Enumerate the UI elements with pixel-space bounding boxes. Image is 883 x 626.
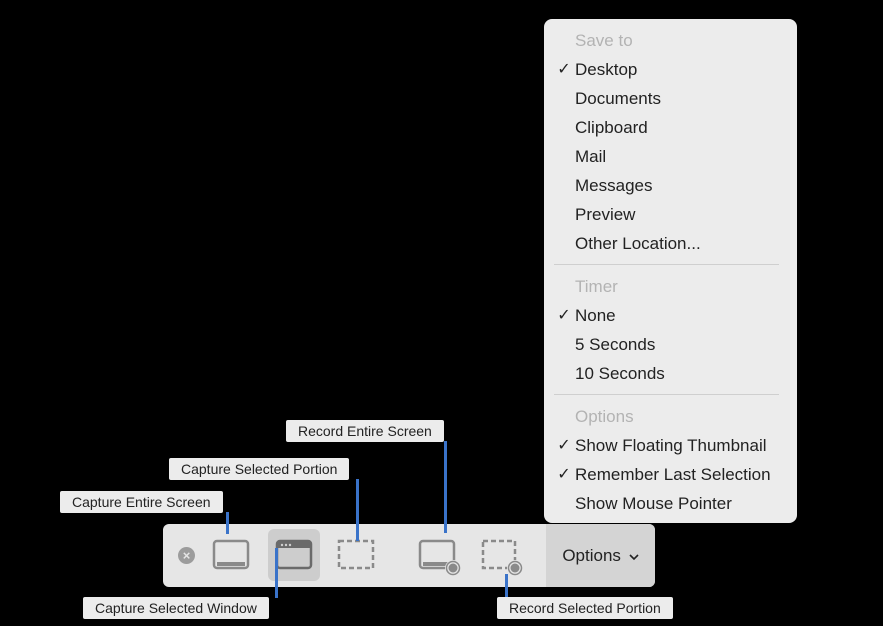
record-screen-icon [418,539,461,576]
record-portion-icon [481,539,523,576]
menu-item-timer-10[interactable]: 10 Seconds [575,364,665,383]
menu-item-clipboard[interactable]: Clipboard [575,118,648,137]
capture-entire-screen-button[interactable] [205,529,257,581]
callout-capture-selected-window: Capture Selected Window [83,597,269,619]
checkmark-icon: ✓ [557,437,571,454]
leader-line [505,574,508,598]
chevron-down-icon [629,554,639,561]
menu-item-messages[interactable]: Messages [575,176,653,195]
options-label: Options [562,546,621,565]
screen-icon [212,539,250,570]
menu-item-desktop[interactable]: ✓ Desktop [544,55,797,84]
callout-capture-selected-portion: Capture Selected Portion [169,458,350,480]
timer-header: Timer [575,277,618,296]
save-to-header: Save to [575,31,633,50]
menu-separator [554,394,779,395]
callout-record-selected-portion: Record Selected Portion [497,597,673,619]
menu-item-other-location[interactable]: Other Location... [575,234,701,253]
menu-item-remember-last-selection[interactable]: ✓ Remember Last Selection [544,460,797,489]
checkmark-icon: ✓ [557,307,571,324]
close-icon[interactable]: × [178,547,195,564]
menu-item-show-mouse-pointer[interactable]: Show Mouse Pointer [575,494,732,513]
options-header: Options [575,407,634,426]
checkmark-icon: ✓ [557,466,571,483]
menu-separator [554,264,779,265]
callout-record-entire-screen: Record Entire Screen [286,420,444,442]
menu-item-show-floating-thumbnail[interactable]: ✓ Show Floating Thumbnail [544,431,797,460]
dashed-selection-icon [337,539,375,570]
screenshot-toolbar: × [163,524,655,587]
menu-item-timer-5[interactable]: 5 Seconds [575,335,656,354]
menu-item-documents[interactable]: Documents [575,89,661,108]
record-entire-screen-button[interactable] [413,529,465,581]
callout-capture-entire-screen: Capture Entire Screen [60,491,223,513]
leader-line [356,479,359,541]
menu-item-mail[interactable]: Mail [575,147,607,166]
leader-line [275,548,278,598]
capture-selected-portion-button[interactable] [330,529,382,581]
record-selected-portion-button[interactable] [475,529,527,581]
options-menu: Save to ✓ Desktop Documents Clipboard Ma… [544,19,797,523]
menu-item-preview[interactable]: Preview [575,205,636,224]
leader-line [226,512,229,534]
options-button[interactable]: Options [546,524,655,587]
menu-item-timer-none[interactable]: ✓ None [544,301,797,330]
leader-line [444,441,447,533]
checkmark-icon: ✓ [557,61,571,78]
